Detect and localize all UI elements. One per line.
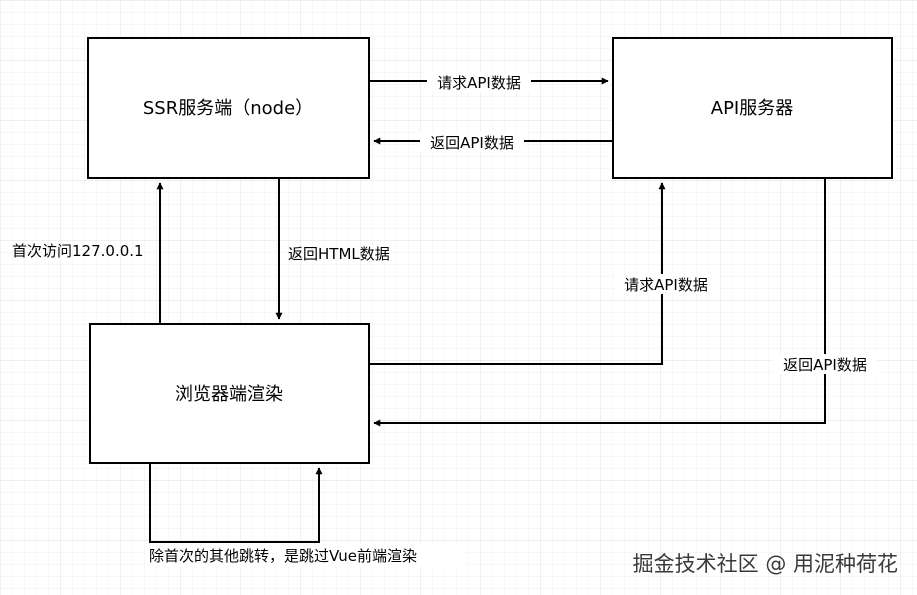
edge-ssr-return-html: 返回HTML数据 [275, 178, 390, 320]
edge-api-return-browser: 返回API数据 [373, 178, 877, 427]
ssr-server-node: SSR服务端（node） [87, 37, 370, 179]
arrow-up-icon [369, 182, 666, 365]
edge-label-ssr-return-html: 返回HTML数据 [288, 245, 390, 263]
browser-label: 浏览器端渲染 [175, 384, 283, 405]
edge-browser-request-api: 请求API数据 [369, 182, 718, 365]
browser-node: 浏览器端渲染 [89, 323, 370, 464]
edge-label-api-return-browser: 返回API数据 [783, 356, 867, 374]
arrow-left-icon [373, 178, 826, 427]
ssr-server-label: SSR服务端（node） [143, 98, 313, 119]
edge-label-ssr-request-api: 请求API数据 [437, 74, 521, 92]
api-server-node: API服务器 [612, 37, 893, 179]
edge-label-browser-internal-nav: 除首次的其他跳转，是跳过Vue前端渲染 [149, 547, 417, 565]
edge-label-browser-request-api: 请求API数据 [624, 276, 708, 294]
edge-browser-first-visit: 首次访问127.0.0.1 [12, 182, 164, 324]
edge-ssr-request-api: 请求API数据 [369, 72, 609, 92]
edge-label-api-return-ssr: 返回API数据 [430, 134, 514, 152]
arrow-up-icon [149, 463, 323, 543]
edge-api-return-ssr: 返回API数据 [373, 132, 613, 152]
edge-label-browser-first-visit: 首次访问127.0.0.1 [12, 242, 144, 260]
edge-browser-internal-nav: 除首次的其他跳转，是跳过Vue前端渲染 [145, 463, 465, 567]
api-server-label: API服务器 [711, 98, 793, 119]
watermark-text: 掘金技术社区 @ 用泥种荷花 [633, 552, 898, 576]
